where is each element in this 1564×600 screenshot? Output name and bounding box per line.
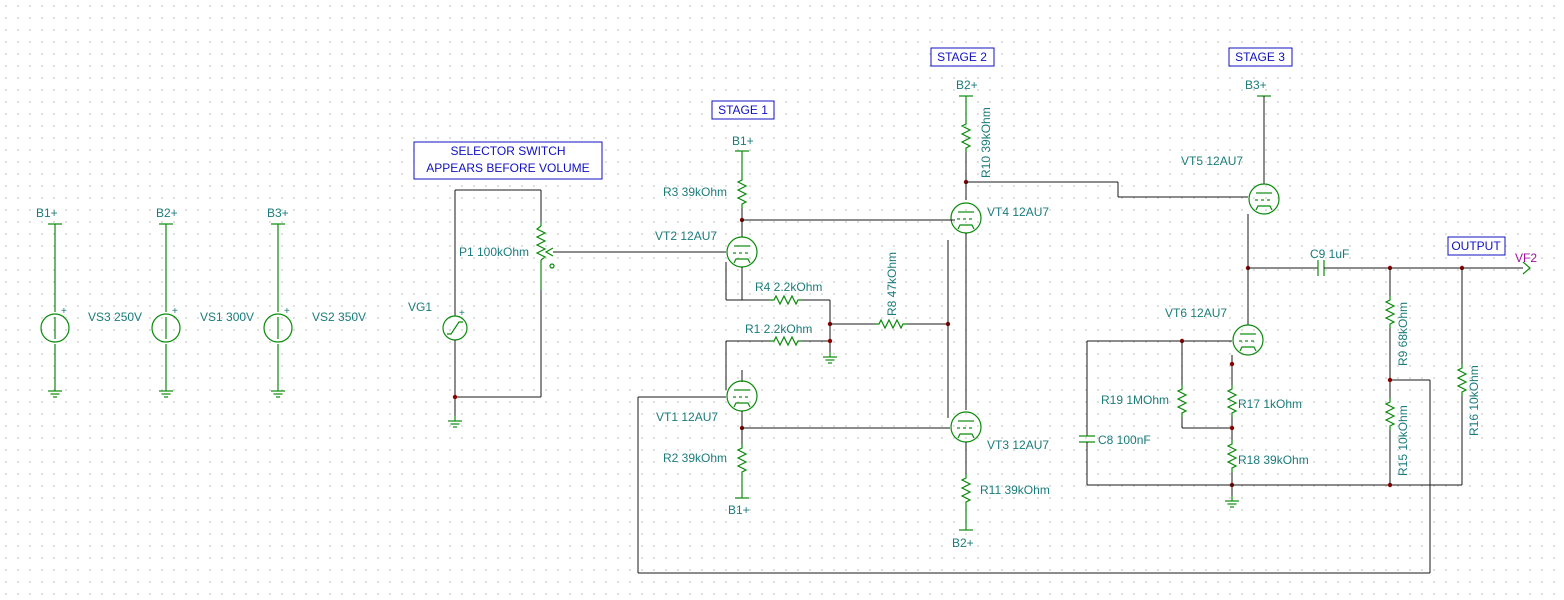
selector-box-line1: SELECTOR SWITCH [450,144,565,158]
tube-vt6 [1232,324,1264,356]
label-b2-stage2-bottom: B2+ [952,536,974,550]
label-vt2: VT2 12AU7 [655,229,717,243]
output-title: OUTPUT [1451,239,1501,253]
svg-text:+: + [284,306,290,317]
label-r4: R4 2.2kOhm [755,280,822,294]
label-b3-stage3: B3+ [1245,78,1267,92]
label-vt1: VT1 12AU7 [656,410,718,424]
resistor-r3 [737,175,747,209]
resistor-r16 [1457,363,1467,397]
resistor-r9 [1385,295,1395,329]
supply-vs2: + [263,223,293,398]
label-r2: R2 39kOhm [663,451,727,465]
label-b1-stage1-top: B1+ [732,134,754,148]
resistor-r8 [874,319,908,329]
stage1-box [711,100,775,120]
label-vt5: VT5 12AU7 [1181,154,1243,168]
signal-source-vg1: + [442,189,541,428]
label-b1-supply: B1+ [36,206,58,220]
stage2-title: STAGE 2 [937,50,987,64]
label-r3: R3 39kOhm [663,185,727,199]
label-r9: R9 68kOhm [1396,302,1410,366]
svg-text:+: + [172,306,178,317]
selector-box-line2: APPEARS BEFORE VOLUME [426,161,589,175]
selector-switch-box [413,141,603,180]
potentiometer-p1 [535,190,726,397]
label-r10: R10 39kOhm [979,107,993,178]
label-r1: R1 2.2kOhm [745,322,812,336]
supply-vs1: + [151,223,181,398]
label-r18: R18 39kOhm [1238,453,1309,467]
label-r16: R16 10kOhm [1467,365,1481,436]
tube-vt2 [726,236,758,268]
label-vg1: VG1 [408,300,432,314]
label-vs2: VS2 350V [312,310,366,324]
resistor-r17 [1227,384,1237,418]
supply-vs3: + [40,223,70,398]
tube-vt1 [726,380,758,412]
resistor-r1 [769,336,803,346]
label-vs3: VS3 250V [88,310,142,324]
label-r17: R17 1kOhm [1238,397,1302,411]
label-vs1: VS1 300V [200,310,254,324]
label-vt4: VT4 12AU7 [987,205,1049,219]
label-b2-supply: B2+ [156,206,178,220]
label-c8: C8 100nF [1098,433,1151,447]
stage3-box [1228,47,1293,67]
resistor-r15 [1385,397,1395,431]
stage2-box [930,47,995,67]
tube-vt4 [950,202,982,234]
resistor-r11 [961,473,971,507]
stage3-title: STAGE 3 [1235,50,1285,64]
resistor-r19 [1177,384,1187,418]
label-r8: R8 47kOhm [885,252,899,316]
label-r15: R15 10kOhm [1396,405,1410,476]
resistor-r4 [769,295,803,305]
output-box [1447,236,1506,256]
output-terminal-vf2 [1522,261,1531,275]
tube-vt3 [950,411,982,443]
label-r11: R11 39kOhm [980,483,1050,497]
label-p1: P1 100kOhm [459,245,529,259]
label-vt3: VT3 12AU7 [987,438,1049,452]
resistor-r18 [1227,439,1237,473]
label-b2-stage2-top: B2+ [956,78,978,92]
tube-vt5 [1248,183,1280,215]
stage1-title: STAGE 1 [718,103,768,117]
label-c9: C9 1uF [1310,247,1349,261]
label-b3-supply: B3+ [267,206,289,220]
resistor-r2 [737,443,747,477]
label-r19: R19 1MOhm [1101,393,1169,407]
label-b1-stage1-bottom: B1+ [728,503,750,517]
svg-text:+: + [61,306,67,317]
resistor-r10 [961,119,971,153]
label-vf2: VF2 [1515,251,1537,265]
svg-text:+: + [459,308,465,319]
label-vt6: VT6 12AU7 [1165,306,1227,320]
